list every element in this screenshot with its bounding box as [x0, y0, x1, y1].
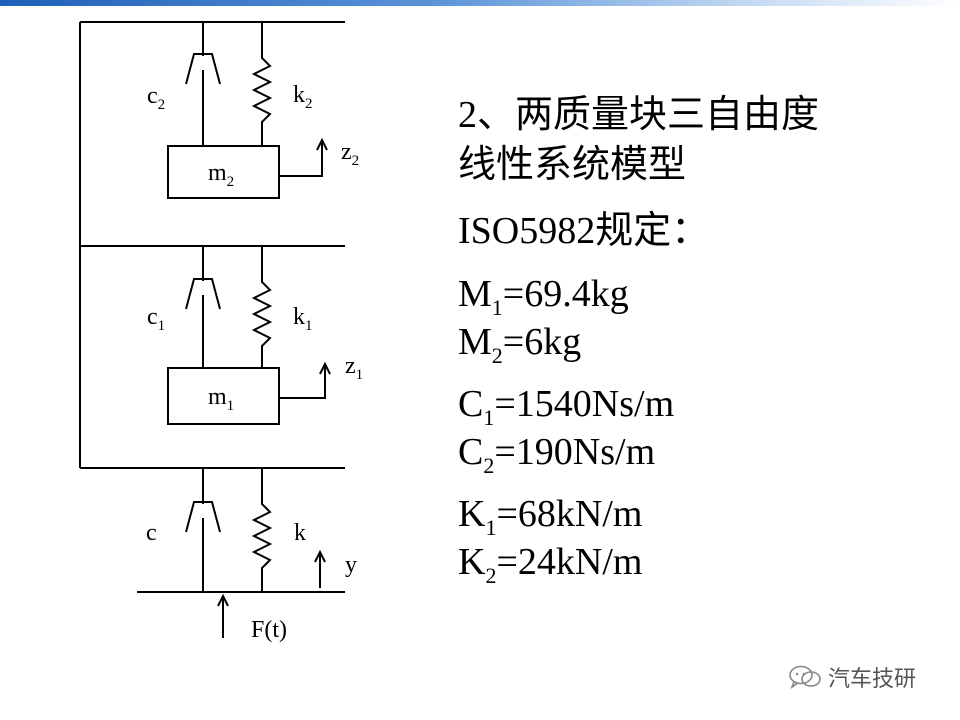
label-m2: m2: [208, 160, 234, 190]
label-c: c: [146, 520, 157, 546]
wechat-icon: [789, 665, 821, 690]
damping-parameters: C1=1540Ns/m C2=190Ns/m: [458, 380, 928, 478]
label-k1: k1: [293, 304, 313, 334]
title-line-1: 2、两质量块三自由度: [458, 94, 820, 136]
iso-standard-line: ISO5982规定：: [458, 210, 710, 252]
watermark-text: 汽车技研: [828, 667, 917, 692]
label-c2: c2: [147, 83, 165, 113]
arrow-y-head: [314, 549, 326, 563]
spring-k2: [251, 22, 273, 146]
arrow-z1-head: [319, 361, 331, 375]
param-m2: M2=6kg: [458, 321, 582, 368]
mass-m1-block: [167, 367, 280, 425]
label-z2: z2: [341, 139, 359, 169]
watermark: 汽车技研: [788, 662, 916, 692]
label-z1: z1: [345, 353, 363, 383]
mass-parameters: M1=69.4kg M2=6kg: [458, 270, 928, 368]
label-force: F(t): [251, 617, 287, 643]
arrow-force-head: [217, 593, 229, 607]
arrow-z2-head: [316, 137, 328, 151]
damper-c1: [185, 246, 221, 368]
damper-c2: [185, 22, 221, 146]
label-c1: c1: [147, 304, 165, 334]
top-gradient-bar: [0, 0, 960, 6]
label-y: y: [345, 552, 357, 578]
arrow-z2-shaft: [279, 140, 323, 177]
param-c1: C1=1540Ns/m: [458, 383, 675, 430]
arrow-z1-shaft: [279, 364, 326, 399]
param-k2: K2=24kN/m: [458, 541, 643, 588]
param-m1: M1=69.4kg: [458, 273, 629, 320]
param-k1: K1=68kN/m: [458, 493, 643, 540]
label-k2: k2: [293, 82, 313, 112]
title-line-2: 线性系统模型: [458, 144, 687, 186]
spring-k: [251, 468, 273, 592]
mass-m2-block: [167, 145, 280, 199]
label-k: k: [294, 520, 306, 546]
label-m1: m1: [208, 384, 234, 414]
spring-k1: [251, 246, 273, 368]
stiffness-parameters: K1=68kN/m K2=24kN/m: [458, 490, 928, 588]
param-c2: C2=190Ns/m: [458, 431, 656, 478]
damper-c: [185, 468, 221, 592]
model-description: 2、两质量块三自由度 线性系统模型 ISO5982规定： M1=69.4kg M…: [458, 90, 928, 588]
